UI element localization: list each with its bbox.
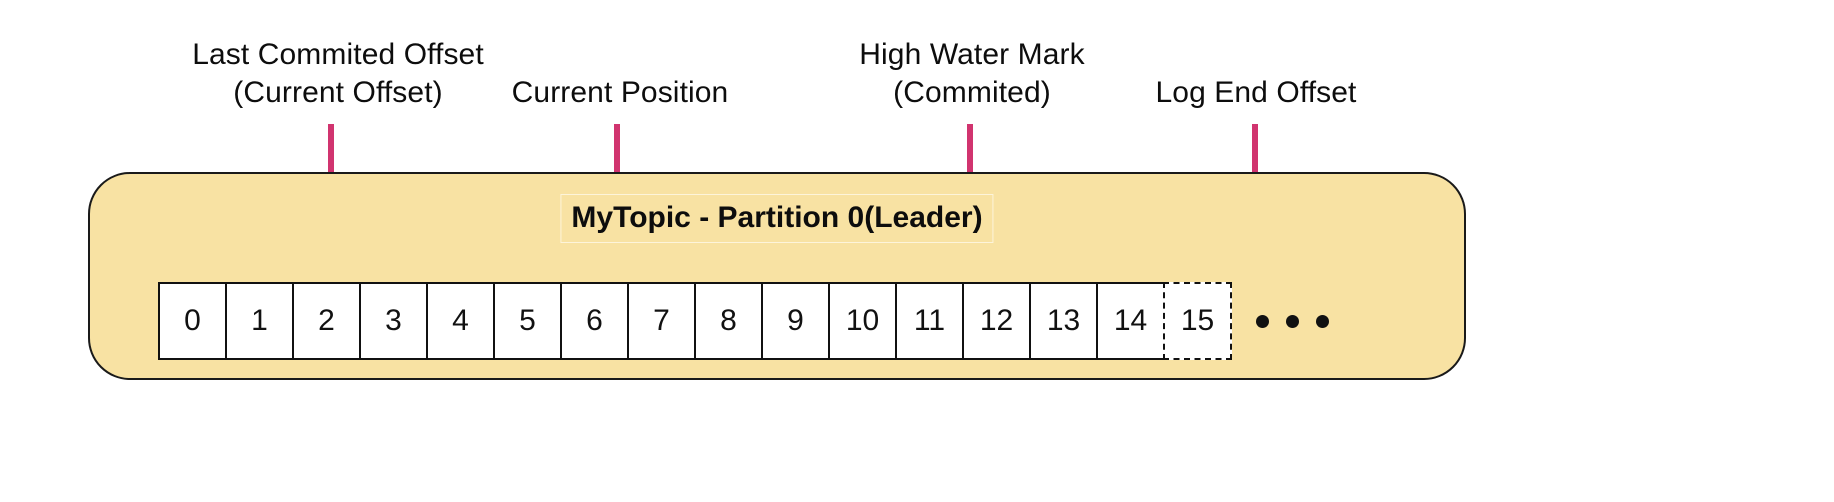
offset-cell[interactable]: 9 (761, 282, 830, 360)
offset-log-row: 0 1 2 3 4 5 6 7 8 9 10 11 12 13 14 15 (158, 282, 1329, 360)
annotation-high-water-mark: High Water Mark (Commited) (859, 36, 1084, 111)
annotation-line-2: (Current Offset) (233, 75, 443, 109)
partition-title: MyTopic - Partition 0(Leader) (560, 194, 994, 243)
offset-cell[interactable]: 14 (1096, 282, 1165, 360)
offset-cell[interactable]: 5 (493, 282, 562, 360)
annotation-line-1: Current Position (511, 76, 729, 109)
offset-cell[interactable]: 2 (292, 282, 361, 360)
offset-cell[interactable]: 12 (962, 282, 1031, 360)
ellipsis-dot-icon (1316, 314, 1329, 328)
offset-cell[interactable]: 13 (1029, 282, 1098, 360)
annotation-line-1: Last Commited Offset (192, 38, 484, 71)
offset-cell[interactable]: 3 (359, 282, 428, 360)
offset-cell-pending[interactable]: 15 (1163, 282, 1232, 360)
offset-cell[interactable]: 8 (694, 282, 763, 360)
ellipsis-dot-icon (1256, 314, 1269, 328)
offset-cell[interactable]: 6 (560, 282, 629, 360)
offset-cell[interactable]: 1 (225, 282, 294, 360)
partition-container: MyTopic - Partition 0(Leader) 0 1 2 3 4 … (88, 172, 1466, 380)
ellipsis-dot-icon (1286, 314, 1299, 328)
offset-cell[interactable]: 0 (158, 282, 227, 360)
annotation-last-commited-offset: Last Commited Offset (Current Offset) (192, 36, 484, 111)
annotation-line-1: Log End Offset (1155, 76, 1357, 109)
offset-cell[interactable]: 11 (895, 282, 964, 360)
annotation-line-1: High Water Mark (859, 38, 1085, 71)
offset-cell[interactable]: 4 (426, 282, 495, 360)
annotation-log-end-offset: Log End Offset (1156, 74, 1357, 112)
offset-cell[interactable]: 10 (828, 282, 897, 360)
annotation-current-position: Current Position (512, 74, 729, 112)
ellipsis-indicator (1256, 282, 1329, 360)
offset-cell[interactable]: 7 (627, 282, 696, 360)
annotation-line-2: (Commited) (893, 75, 1051, 109)
